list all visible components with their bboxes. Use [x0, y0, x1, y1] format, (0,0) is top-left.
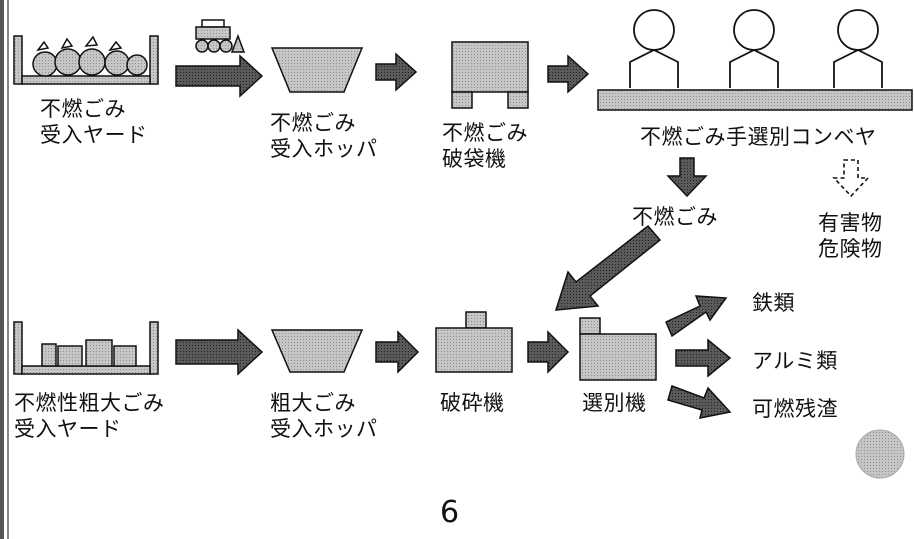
bulky-hopper-label-1: 粗大ごみ	[270, 391, 356, 415]
output-arrow-combustible	[667, 385, 732, 419]
hazardous-down-arrow	[832, 159, 870, 198]
flow-arrow	[375, 330, 420, 374]
output-arrow-iron	[665, 295, 728, 338]
down-arrow	[666, 157, 708, 198]
flow-arrow	[527, 330, 570, 374]
incombustible-output-label: 不燃ごみ	[632, 205, 718, 229]
output-arrow-aluminum	[675, 338, 732, 378]
diagonal-arrow	[554, 224, 662, 311]
hopper-icon	[270, 47, 364, 93]
hopper-label-2: 受入ホッパ	[270, 137, 378, 161]
yard-label-2: 受入ヤード	[40, 123, 148, 147]
flow-arrow	[547, 54, 590, 94]
flow-arrow	[175, 54, 264, 98]
hazardous-label-1: 有害物	[818, 211, 883, 235]
hand-sorting-conveyor-icon	[597, 9, 913, 111]
bulky-yard-label-2: 受入ヤード	[14, 417, 122, 441]
crusher-label: 破砕機	[440, 391, 505, 415]
separator-label: 選別機	[582, 391, 647, 415]
page-number: 6	[440, 495, 460, 530]
incombustible-receiving-yard-icon	[13, 35, 159, 85]
loader-vehicle-icon	[195, 19, 246, 53]
hopper-icon	[270, 329, 364, 373]
hopper-label-1: 不燃ごみ	[270, 111, 356, 135]
bulky-hopper-label-2: 受入ホッパ	[270, 417, 378, 441]
decorative-dot	[855, 429, 905, 479]
crusher-icon	[435, 311, 513, 373]
left-border	[0, 0, 9, 539]
output-combustible-label: 可燃残渣	[752, 397, 838, 421]
output-iron-label: 鉄類	[752, 291, 795, 315]
bag-breaker-label-2: 破袋機	[442, 147, 507, 171]
separator-icon	[579, 317, 657, 381]
bag-breaker-icon	[451, 41, 529, 109]
bulky-yard-label-1: 不燃性粗大ごみ	[14, 391, 165, 415]
conveyor-label: 不燃ごみ手選別コンベヤ	[640, 125, 877, 149]
bulky-receiving-yard-icon	[13, 321, 159, 375]
output-aluminum-label: アルミ類	[752, 349, 838, 373]
bag-breaker-label-1: 不燃ごみ	[442, 121, 528, 145]
yard-label-1: 不燃ごみ	[40, 97, 126, 121]
flow-arrow	[375, 52, 418, 92]
flow-arrow	[175, 328, 264, 376]
hazardous-label-2: 危険物	[818, 237, 883, 261]
